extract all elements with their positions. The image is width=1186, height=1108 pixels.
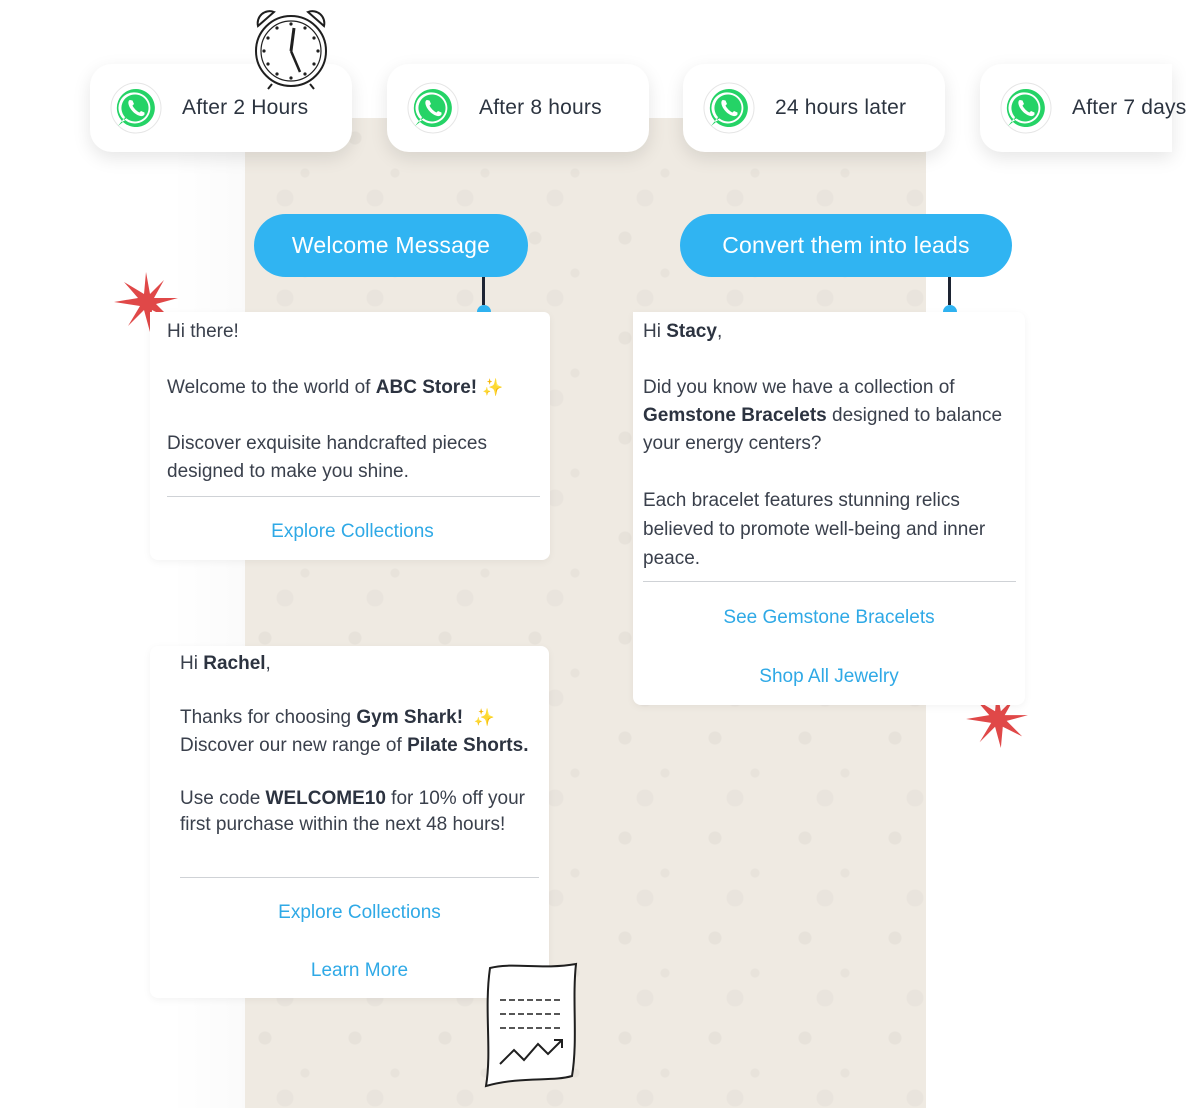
welcome-line: Welcome to the world of ABC Store! ✨: [167, 377, 504, 398]
welcome-message-card: Hi there! Welcome to the world of ABC St…: [150, 312, 550, 560]
divider: [643, 581, 1016, 582]
starburst-icon: [114, 272, 178, 332]
sparkle-icon: ✨: [482, 378, 504, 397]
step-label: After 7 days: [1072, 96, 1186, 119]
step-label: 24 hours later: [775, 96, 907, 119]
greeting-text: Hi Rachel,: [180, 653, 271, 674]
connector-line: [948, 277, 951, 305]
divider: [167, 496, 540, 497]
thanks-line: Thanks for choosing Gym Shark! ✨ Discove…: [180, 707, 529, 756]
divider: [180, 877, 539, 878]
whatsapp-icon: [407, 82, 459, 134]
gemstone-message-card: Hi Stacy, Did you know we have a collect…: [633, 312, 1025, 705]
step-label: After 2 Hours: [182, 96, 309, 119]
greeting-text: Hi Stacy,: [643, 321, 723, 342]
step-label: After 8 hours: [479, 96, 602, 119]
step-pill-4: After 7 days: [980, 64, 1186, 152]
whatsapp-icon: [703, 82, 755, 134]
explore-collections-button[interactable]: Explore Collections: [271, 521, 434, 542]
sparkle-icon: ✨: [473, 708, 495, 727]
see-gemstone-bracelets-button[interactable]: See Gemstone Bracelets: [723, 607, 935, 628]
promo-code-line: Use code WELCOME10 for 10% off your firs…: [180, 788, 525, 835]
whatsapp-icon: [110, 82, 162, 134]
receipt-chart-icon: [484, 962, 578, 1088]
step-pill-3: 24 hours later: [683, 64, 945, 152]
gym-shark-message-card: Hi Rachel, Thanks for choosing Gym Shark…: [150, 646, 549, 998]
welcome-message-tag: Welcome Message: [254, 214, 528, 277]
question-line: Did you know we have a collection of Gem…: [643, 377, 1003, 454]
step-pill-2: After 8 hours: [387, 64, 649, 152]
alarm-clock-icon: [255, 10, 327, 90]
explore-collections-button[interactable]: Explore Collections: [278, 902, 441, 923]
whatsapp-icon: [1000, 82, 1052, 134]
discover-line: Discover exquisite handcrafted pieces de…: [167, 433, 488, 482]
body-text: Each bracelet features stunning relics b…: [643, 490, 986, 569]
shop-all-jewelry-button[interactable]: Shop All Jewelry: [759, 666, 899, 687]
convert-leads-tag: Convert them into leads: [680, 214, 1012, 277]
learn-more-button[interactable]: Learn More: [310, 960, 409, 981]
greeting-text: Hi there!: [167, 321, 239, 342]
connector-line: [482, 277, 485, 305]
